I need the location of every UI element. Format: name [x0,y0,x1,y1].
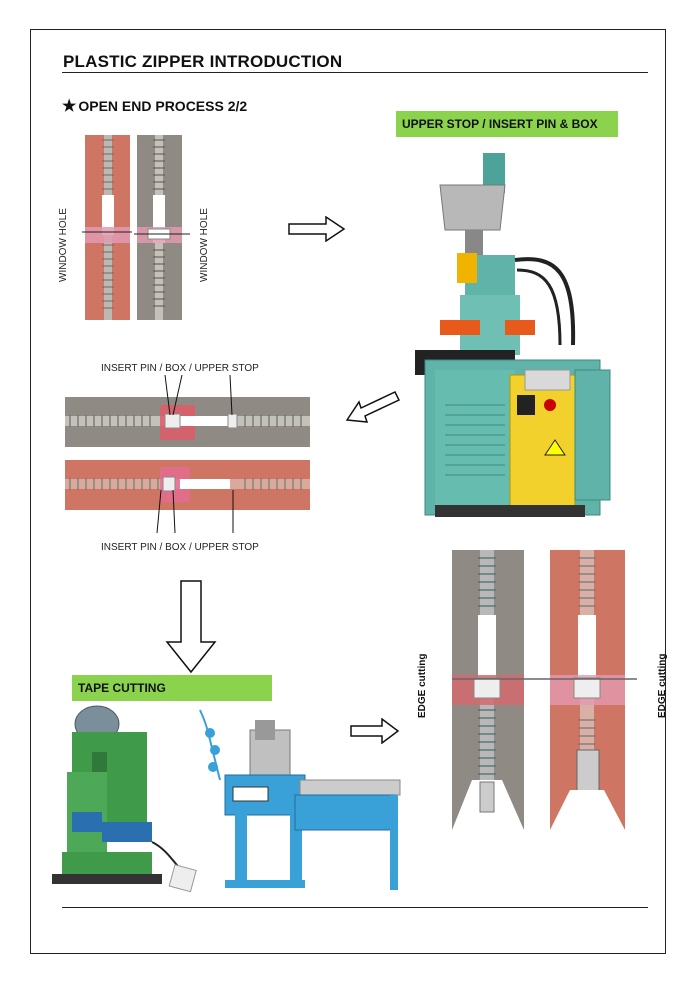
arrow-right-icon [288,216,346,242]
insert-pin-caption-bottom: INSERT PIN / BOX / UPPER STOP [101,542,259,553]
title-divider [62,72,648,73]
label-upper-stop: UPPER STOP / INSERT PIN & BOX [396,111,618,137]
section-subtitle: ★OPEN END PROCESS 2/2 [62,96,247,116]
window-hole-zipper-illustration [82,135,190,320]
bottom-divider [62,907,648,908]
label-tape-cutting: TAPE CUTTING [72,675,272,701]
window-hole-label-right: WINDOW HOLE [199,208,210,282]
edge-cutting-zipper-photo [452,550,637,830]
tape-cutting-blue-machine-photo [199,709,401,890]
arrow-right-icon [350,718,400,744]
arrow-left-icon [345,391,400,423]
edge-cutting-label-right: EDGE cutting [657,653,668,718]
page-title: PLASTIC ZIPPER INTRODUCTION [63,52,343,71]
window-hole-label-left: WINDOW HOLE [58,208,69,282]
page-frame [30,29,666,954]
insert-pin-caption-top: INSERT PIN / BOX / UPPER STOP [101,363,259,374]
edge-cutting-label-left: EDGE cutting [417,653,428,718]
inserted-zipper-illustration [65,375,310,534]
injection-molding-machine-photo [415,153,611,517]
tape-cutting-press-machine-photo [52,705,197,892]
subtitle-text: OPEN END PROCESS 2/2 [78,98,248,114]
star-icon: ★ [62,98,77,115]
arrow-down-icon [165,580,217,674]
